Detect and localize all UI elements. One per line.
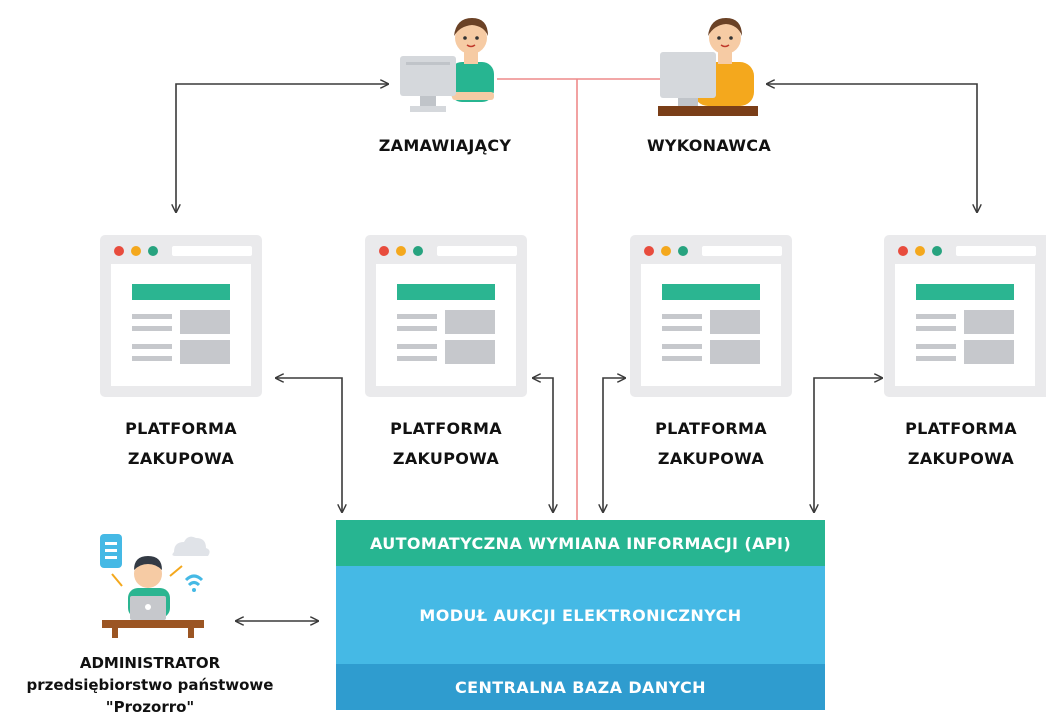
page-header-bar	[662, 284, 760, 300]
content-block	[964, 310, 1014, 334]
administrator-title: ADMINISTRATOR	[79, 654, 221, 672]
address-bar	[702, 246, 782, 256]
platform-label-2: PLATFORMA ZAKUPOWA	[361, 414, 531, 474]
arrow-platform2-system	[533, 378, 553, 512]
platform-label-line2: ZAKUPOWA	[907, 449, 1015, 468]
window-maximize-dot	[678, 246, 688, 256]
text-line	[662, 344, 702, 349]
administrator-icon	[100, 534, 210, 638]
text-line	[132, 356, 172, 361]
buyer-person-icon	[400, 18, 494, 112]
page-header-bar	[916, 284, 1014, 300]
platform-window-4	[884, 235, 1046, 397]
address-bar	[172, 246, 252, 256]
window-close-dot	[379, 246, 389, 256]
platform-label-line1: PLATFORMA	[905, 419, 1017, 438]
text-line	[397, 344, 437, 349]
arrow-platform1-system	[276, 378, 342, 512]
contractor-person-icon	[658, 18, 758, 116]
api-band: AUTOMATYCZNA WYMIANA INFORMACJI (API)	[336, 520, 825, 566]
arrow-platform4-system	[814, 378, 882, 512]
administrator-caption: ADMINISTRATOR przedsiębiorstwo państwowe…	[0, 652, 300, 718]
content-block	[710, 310, 760, 334]
window-maximize-dot	[932, 246, 942, 256]
platform-label-4: PLATFORMA ZAKUPOWA	[876, 414, 1046, 474]
auction-module-band: MODUŁ AUKCJI ELEKTRONICZNYCH	[336, 566, 825, 664]
address-bar	[437, 246, 517, 256]
platform-window-3	[630, 235, 792, 397]
content-block	[445, 340, 495, 364]
arrow-contractor-platform4	[767, 84, 977, 212]
platform-label-line1: PLATFORMA	[655, 419, 767, 438]
platform-label-line1: PLATFORMA	[125, 419, 237, 438]
page-content	[111, 264, 251, 386]
window-close-dot	[114, 246, 124, 256]
window-close-dot	[644, 246, 654, 256]
text-line	[397, 314, 437, 319]
text-line	[132, 326, 172, 331]
page-content	[376, 264, 516, 386]
arrow-platform3-system	[603, 378, 625, 512]
platform-window-1	[100, 235, 262, 397]
platform-label-3: PLATFORMA ZAKUPOWA	[626, 414, 796, 474]
page-header-bar	[397, 284, 495, 300]
platform-label-line2: ZAKUPOWA	[392, 449, 500, 468]
window-minimize-dot	[661, 246, 671, 256]
platform-label-line2: ZAKUPOWA	[127, 449, 235, 468]
text-line	[132, 314, 172, 319]
window-minimize-dot	[915, 246, 925, 256]
platform-label-line2: ZAKUPOWA	[657, 449, 765, 468]
central-database-band: CENTRALNA BAZA DANYCH	[336, 664, 825, 710]
content-block	[445, 310, 495, 334]
text-line	[662, 314, 702, 319]
text-line	[916, 314, 956, 319]
window-minimize-dot	[131, 246, 141, 256]
administrator-subtitle: przedsiębiorstwo państwowe	[26, 676, 274, 694]
address-bar	[956, 246, 1036, 256]
window-minimize-dot	[396, 246, 406, 256]
window-maximize-dot	[413, 246, 423, 256]
text-line	[916, 344, 956, 349]
role-label-contractor: WYKONAWCA	[646, 136, 772, 155]
page-header-bar	[132, 284, 230, 300]
content-block	[964, 340, 1014, 364]
text-line	[662, 326, 702, 331]
content-block	[710, 340, 760, 364]
arrow-buyer-platform1	[176, 84, 388, 212]
page-content	[895, 264, 1035, 386]
page-content	[641, 264, 781, 386]
text-line	[132, 344, 172, 349]
content-block	[180, 310, 230, 334]
role-label-buyer: ZAMAWIAJĄCY	[378, 136, 512, 155]
text-line	[397, 326, 437, 331]
text-line	[397, 356, 437, 361]
platform-window-2	[365, 235, 527, 397]
administrator-name: "Prozorro"	[105, 698, 195, 716]
text-line	[662, 356, 702, 361]
content-block	[180, 340, 230, 364]
text-line	[916, 356, 956, 361]
text-line	[916, 326, 956, 331]
window-maximize-dot	[148, 246, 158, 256]
platform-label-1: PLATFORMA ZAKUPOWA	[96, 414, 266, 474]
platform-label-line1: PLATFORMA	[390, 419, 502, 438]
window-close-dot	[898, 246, 908, 256]
